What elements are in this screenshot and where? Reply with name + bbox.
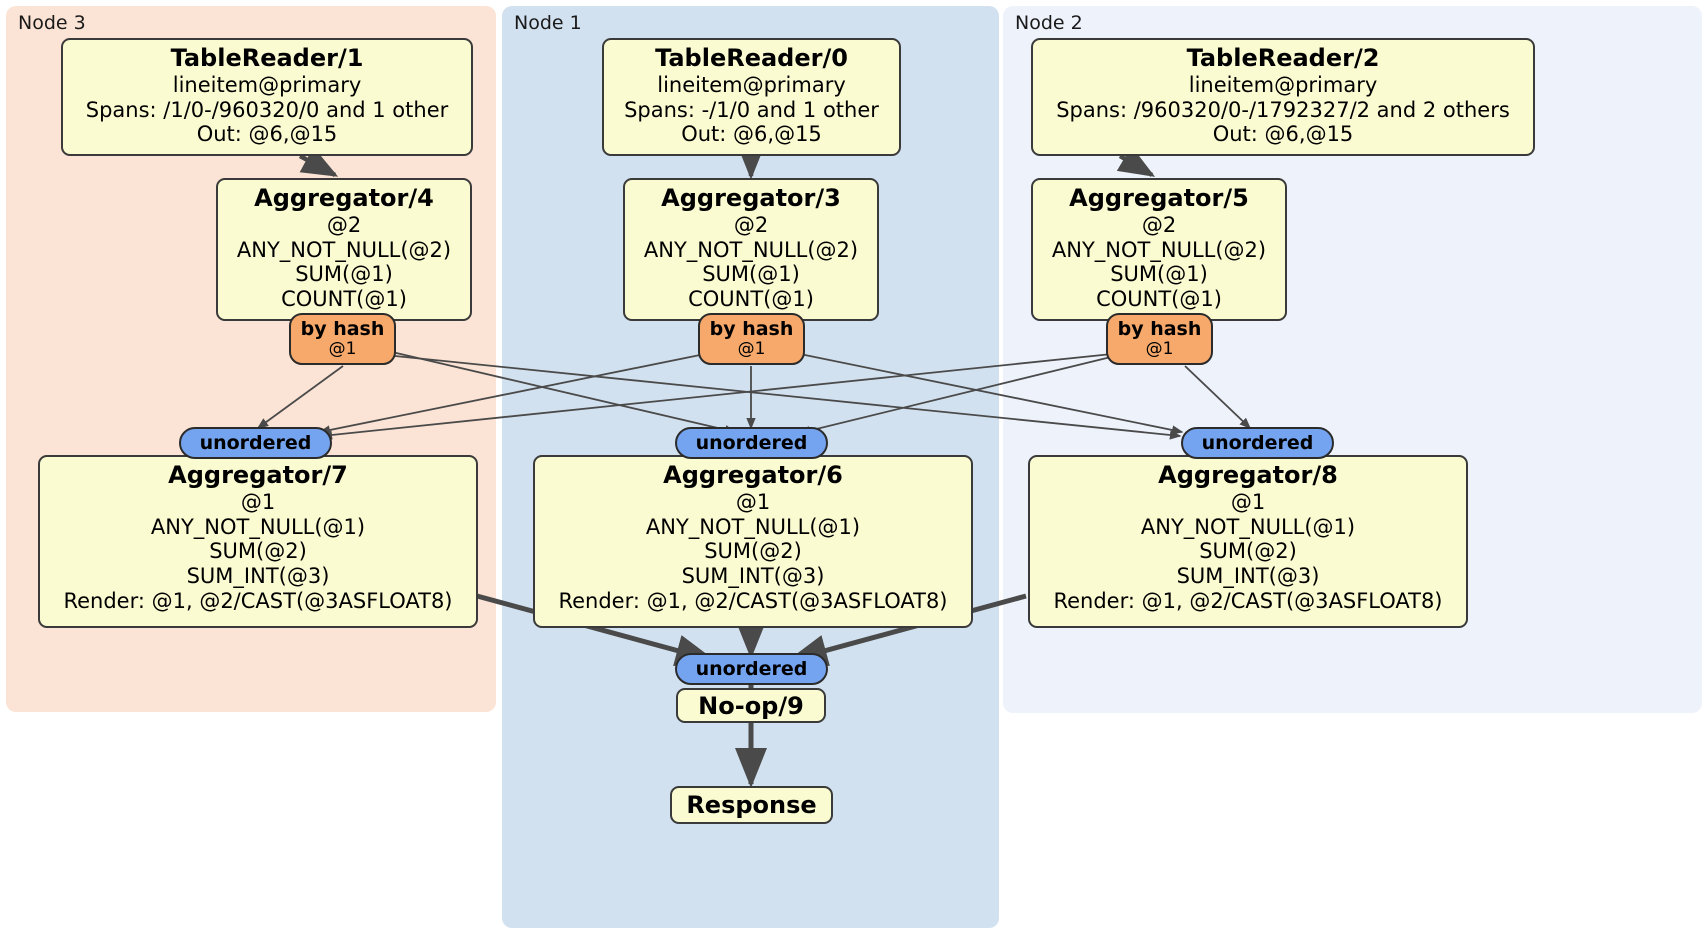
box-title: Aggregator/5: [1069, 184, 1249, 212]
badge-label: by hash: [1117, 318, 1202, 341]
box-aggregator-4[interactable]: Aggregator/4 @2 ANY_NOT_NULL(@2) SUM(@1)…: [216, 178, 472, 321]
box-line: ANY_NOT_NULL(@1): [1140, 514, 1356, 539]
box-line: @2: [326, 212, 362, 237]
badge-unordered-right[interactable]: unordered: [1181, 427, 1334, 459]
box-line: SUM(@2): [209, 539, 307, 564]
box-title: TableReader/2: [1186, 44, 1380, 72]
badge-label: unordered: [1201, 431, 1314, 454]
box-response[interactable]: Response: [670, 786, 833, 824]
box-line: SUM(@2): [704, 539, 802, 564]
badge-sublabel: @1: [1145, 339, 1174, 360]
box-line: ANY_NOT_NULL(@2): [1051, 237, 1267, 262]
badge-by-hash-right[interactable]: by hash @1: [1106, 313, 1213, 365]
badge-label: unordered: [695, 431, 808, 454]
box-line: ANY_NOT_NULL(@2): [236, 237, 452, 262]
box-title: Aggregator/7: [168, 461, 348, 489]
box-title: Aggregator/4: [254, 184, 434, 212]
box-line: ANY_NOT_NULL(@2): [643, 237, 859, 262]
box-line: @2: [1141, 212, 1177, 237]
box-line: SUM(@1): [1110, 262, 1208, 287]
box-line: SUM_INT(@3): [681, 564, 825, 589]
box-aggregator-8[interactable]: Aggregator/8 @1 ANY_NOT_NULL(@1) SUM(@2)…: [1028, 455, 1468, 628]
box-tablereader-2[interactable]: TableReader/2 lineitem@primary Spans: /9…: [1031, 38, 1535, 156]
box-line: @2: [733, 212, 769, 237]
badge-label: by hash: [709, 318, 794, 341]
box-line: Spans: -/1/0 and 1 other: [624, 97, 879, 122]
box-aggregator-7[interactable]: Aggregator/7 @1 ANY_NOT_NULL(@1) SUM(@2)…: [38, 455, 478, 628]
box-title: Aggregator/8: [1158, 461, 1338, 489]
box-line: Render: @1, @2/CAST(@3ASFLOAT8): [1053, 588, 1443, 613]
badge-unordered-left[interactable]: unordered: [179, 427, 332, 459]
box-title: No-op/9: [698, 692, 804, 720]
box-no-op-9[interactable]: No-op/9: [676, 688, 826, 723]
badge-label: unordered: [695, 657, 808, 680]
box-line: SUM_INT(@3): [1176, 564, 1320, 589]
badge-by-hash-mid[interactable]: by hash @1: [698, 313, 805, 365]
box-line: Out: @6,@15: [1212, 122, 1354, 147]
box-line: Out: @6,@15: [681, 122, 822, 147]
box-line: lineitem@primary: [657, 72, 846, 97]
box-title: Response: [686, 791, 817, 819]
badge-label: by hash: [300, 318, 385, 341]
box-line: COUNT(@1): [688, 287, 814, 312]
box-line: Out: @6,@15: [196, 122, 338, 147]
badge-unordered-final[interactable]: unordered: [675, 653, 828, 685]
box-line: SUM(@1): [702, 262, 800, 287]
box-line: COUNT(@1): [1096, 287, 1222, 312]
box-line: @1: [735, 489, 771, 514]
box-line: lineitem@primary: [172, 72, 362, 97]
box-tablereader-0[interactable]: TableReader/0 lineitem@primary Spans: -/…: [602, 38, 901, 156]
badge-sublabel: @1: [328, 339, 357, 360]
box-title: Aggregator/3: [661, 184, 841, 212]
node-panel-label-node2: Node 2: [1015, 12, 1083, 34]
box-line: Render: @1, @2/CAST(@3ASFLOAT8): [63, 588, 453, 613]
box-line: COUNT(@1): [281, 287, 407, 312]
badge-unordered-mid[interactable]: unordered: [675, 427, 828, 459]
badge-by-hash-left[interactable]: by hash @1: [289, 313, 396, 365]
box-aggregator-6[interactable]: Aggregator/6 @1 ANY_NOT_NULL(@1) SUM(@2)…: [533, 455, 973, 628]
box-line: ANY_NOT_NULL(@1): [645, 514, 861, 539]
box-line: SUM(@2): [1199, 539, 1297, 564]
box-line: @1: [1230, 489, 1266, 514]
box-line: SUM(@1): [295, 262, 393, 287]
box-title: TableReader/0: [655, 44, 848, 72]
box-line: lineitem@primary: [1188, 72, 1378, 97]
box-title: TableReader/1: [170, 44, 364, 72]
badge-label: unordered: [199, 431, 312, 454]
node-panel-label-node1: Node 1: [514, 12, 582, 34]
box-line: ANY_NOT_NULL(@1): [150, 514, 366, 539]
box-line: Spans: /1/0-/960320/0 and 1 other: [85, 97, 449, 122]
box-line: @1: [240, 489, 276, 514]
box-line: SUM_INT(@3): [186, 564, 330, 589]
box-aggregator-3[interactable]: Aggregator/3 @2 ANY_NOT_NULL(@2) SUM(@1)…: [623, 178, 879, 321]
node-panel-label-node3: Node 3: [18, 12, 86, 34]
badge-sublabel: @1: [737, 339, 766, 360]
box-title: Aggregator/6: [663, 461, 843, 489]
box-line: Spans: /960320/0-/1792327/2 and 2 others: [1056, 97, 1510, 122]
box-tablereader-1[interactable]: TableReader/1 lineitem@primary Spans: /1…: [61, 38, 473, 156]
box-line: Render: @1, @2/CAST(@3ASFLOAT8): [558, 588, 948, 613]
box-aggregator-5[interactable]: Aggregator/5 @2 ANY_NOT_NULL(@2) SUM(@1)…: [1031, 178, 1287, 321]
